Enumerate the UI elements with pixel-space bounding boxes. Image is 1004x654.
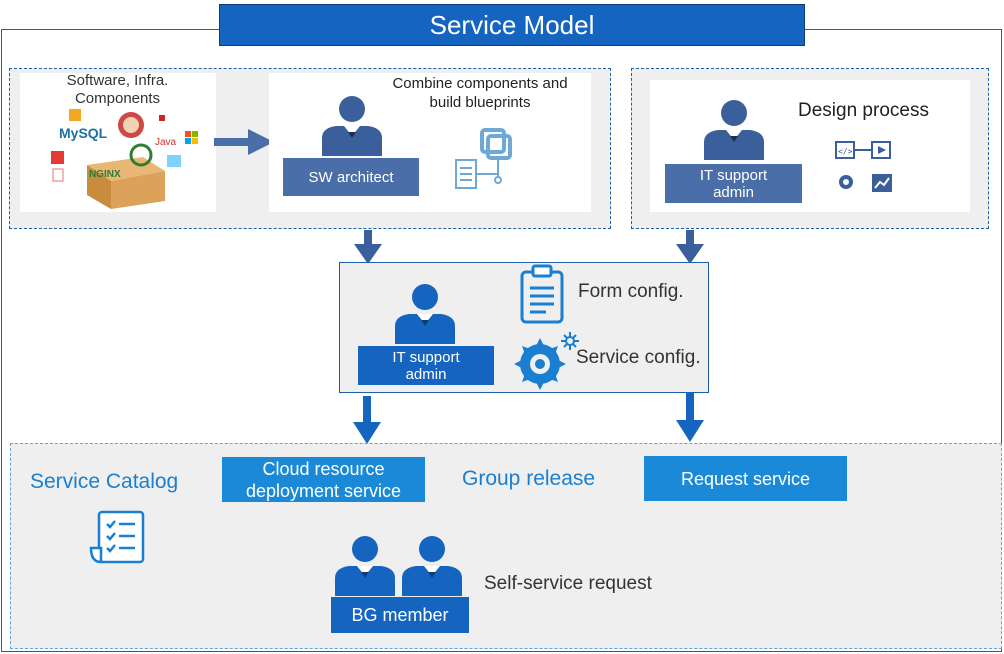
role-it-support-admin-top: IT support admin xyxy=(665,164,802,203)
blueprint-text: Combine components and build blueprints xyxy=(392,75,568,111)
cloud-resource-button[interactable]: Cloud resource deployment service xyxy=(222,457,425,502)
arrow-down-right-mid xyxy=(676,392,704,442)
service-config-text: Service config. xyxy=(576,347,701,368)
person-icon xyxy=(402,536,462,596)
person-icon xyxy=(322,96,382,156)
logo-mysql: MySQL xyxy=(59,125,108,141)
diagram-title: Service Model xyxy=(219,4,805,46)
role-bg-member: BG member xyxy=(331,597,469,633)
person-icon xyxy=(395,284,455,344)
arrow-down-left-mid xyxy=(353,396,381,444)
design-process-icon: </> xyxy=(835,141,892,192)
person-icon xyxy=(704,100,764,160)
clipboard-icon xyxy=(520,264,564,324)
self-service-text: Self-service request xyxy=(484,573,652,594)
logo-java: Java xyxy=(155,137,177,148)
blueprint-icon xyxy=(455,128,512,189)
checklist-icon xyxy=(89,510,145,564)
logo-nginx: NGINX xyxy=(89,169,121,180)
arrow-down-left-top xyxy=(354,230,382,264)
svg-text:</>: </> xyxy=(838,147,853,156)
arrow-components-to-architect xyxy=(214,129,274,155)
components-illustration: MySQL Java NGINX xyxy=(51,109,198,209)
role-it-support-admin-mid: IT support admin xyxy=(358,346,494,385)
person-icon xyxy=(335,536,395,596)
group-release-text: Group release xyxy=(462,467,596,490)
arrow-down-right-top xyxy=(676,230,704,264)
components-label: Software, Infra. Components xyxy=(66,72,169,107)
form-config-text: Form config. xyxy=(578,281,684,302)
design-process-text: Design process xyxy=(798,100,929,121)
gear-icon xyxy=(514,332,579,390)
request-service-button[interactable]: Request service xyxy=(644,456,847,501)
service-catalog-title: Service Catalog xyxy=(30,470,179,493)
role-sw-architect: SW architect xyxy=(283,158,419,196)
